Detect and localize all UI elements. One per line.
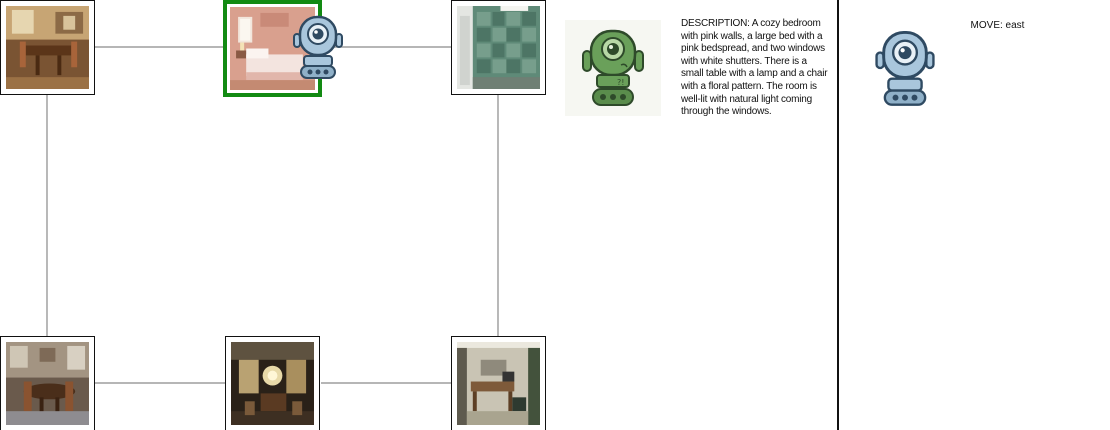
robot-icon	[875, 30, 935, 106]
room-bottom-right[interactable]	[451, 336, 546, 430]
room-map	[0, 0, 546, 430]
room-bottom-center[interactable]	[225, 336, 320, 430]
room-photo-office	[457, 342, 540, 425]
room-top-right[interactable]	[451, 0, 546, 95]
panel-divider	[837, 0, 839, 430]
self-portrait: ?!	[565, 20, 661, 116]
green-robot-icon: ?!	[582, 29, 644, 106]
room-bottom-left[interactable]	[0, 336, 95, 430]
room-description: DESCRIPTION: A cozy bedroom with pink wa…	[681, 18, 828, 118]
room-photo-bedroom	[230, 7, 315, 90]
room-photo-bathroom	[457, 6, 540, 89]
room-photo-ornate-hall	[231, 342, 314, 425]
room-photo-dining	[6, 6, 89, 89]
robot-icon	[293, 15, 343, 79]
room-top-left[interactable]	[0, 0, 95, 95]
room-top-center[interactable]	[223, 0, 322, 97]
svg-text:?!: ?!	[617, 78, 624, 87]
move-label: MOVE: east	[970, 20, 1025, 31]
room-photo-dining-formal	[6, 342, 89, 425]
